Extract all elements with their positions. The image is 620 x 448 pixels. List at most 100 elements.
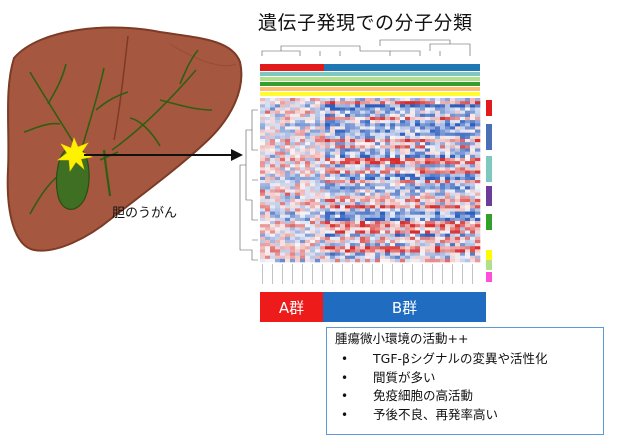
heatmap-cell bbox=[430, 198, 436, 203]
heatmap-cell bbox=[420, 139, 426, 143]
heatmap-cell bbox=[395, 258, 401, 263]
heatmap-cell bbox=[290, 110, 296, 115]
heatmap-cell bbox=[285, 195, 291, 200]
heatmap-cell bbox=[475, 233, 481, 238]
heatmap-cell bbox=[340, 252, 346, 256]
heatmap-cell bbox=[310, 180, 316, 184]
heatmap-cell bbox=[330, 173, 336, 178]
findings-list: •TGF-βシグナルの変異や活性化 •間質が多い •免疫細胞の高活動 •予後不良… bbox=[333, 350, 597, 424]
heatmap-cell bbox=[315, 142, 321, 146]
heatmap-cell bbox=[265, 205, 271, 209]
heatmap-cell bbox=[415, 139, 421, 143]
heatmap-cell bbox=[310, 239, 316, 244]
heatmap-cell bbox=[265, 224, 271, 228]
heatmap-cell bbox=[305, 139, 311, 143]
heatmap-cell bbox=[365, 151, 371, 156]
heatmap-cell bbox=[410, 186, 416, 190]
heatmap-cell bbox=[445, 208, 451, 212]
heatmap-cell bbox=[355, 126, 361, 130]
heatmap-cell bbox=[350, 107, 356, 111]
heatmap-cell bbox=[450, 236, 456, 241]
heatmap-cell bbox=[355, 239, 361, 244]
heatmap-cell bbox=[320, 126, 326, 130]
heatmap-cell bbox=[365, 167, 371, 171]
heatmap-cell bbox=[385, 208, 391, 212]
heatmap-cell bbox=[460, 98, 466, 102]
heatmap-cell bbox=[470, 161, 476, 165]
heatmap-cell bbox=[350, 246, 356, 250]
heatmap-cell bbox=[325, 176, 331, 181]
heatmap-cell bbox=[465, 221, 471, 225]
heatmap-cell bbox=[295, 145, 301, 149]
heatmap-cell bbox=[405, 217, 411, 222]
heatmap-cell bbox=[280, 230, 286, 234]
heatmap-cell bbox=[405, 183, 411, 187]
heatmap-cell bbox=[280, 161, 286, 165]
heatmap-cell bbox=[265, 211, 271, 215]
heatmap-cell bbox=[345, 255, 351, 260]
heatmap-cell bbox=[450, 151, 456, 156]
heatmap-cell bbox=[310, 221, 316, 225]
heatmap-cell bbox=[360, 252, 366, 256]
heatmap-cell bbox=[435, 154, 441, 159]
heatmap-cell bbox=[275, 145, 281, 149]
heatmap-cell bbox=[325, 183, 331, 187]
heatmap-cell bbox=[435, 198, 441, 203]
heatmap-cell bbox=[455, 186, 461, 190]
heatmap-cell bbox=[455, 205, 461, 209]
heatmap-cell bbox=[385, 139, 391, 143]
heatmap-cell bbox=[470, 132, 476, 137]
heatmap-cell bbox=[415, 151, 421, 156]
heatmap-cell bbox=[275, 123, 281, 127]
heatmap-cell bbox=[330, 157, 336, 162]
heatmap-cell bbox=[260, 192, 266, 197]
heatmap-cell bbox=[360, 176, 366, 181]
heatmap-cell bbox=[345, 161, 351, 165]
heatmap-cell bbox=[430, 239, 436, 244]
heatmap-cell bbox=[320, 205, 326, 209]
heatmap-cell bbox=[395, 255, 401, 260]
heatmap-cell bbox=[320, 227, 326, 231]
heatmap-cell bbox=[350, 183, 356, 187]
heatmap-cell bbox=[345, 217, 351, 222]
heatmap-cell bbox=[385, 202, 391, 206]
heatmap-cell bbox=[270, 104, 276, 108]
heatmap-cell bbox=[335, 208, 341, 212]
heatmap-cell bbox=[395, 236, 401, 241]
heatmap-cell bbox=[265, 135, 271, 140]
heatmap-cell bbox=[265, 246, 271, 250]
heatmap-cell bbox=[445, 157, 451, 162]
heatmap-cell bbox=[335, 135, 341, 140]
heatmap-cell bbox=[445, 148, 451, 152]
heatmap-cell bbox=[260, 148, 266, 152]
heatmap-cell bbox=[405, 258, 411, 263]
heatmap-cell bbox=[380, 211, 386, 215]
heatmap-cell bbox=[455, 110, 461, 115]
heatmap-cell bbox=[460, 202, 466, 206]
heatmap-cell bbox=[425, 151, 431, 156]
heatmap-cell bbox=[380, 170, 386, 174]
heatmap-cell bbox=[290, 195, 296, 200]
heatmap-cell bbox=[330, 246, 336, 250]
heatmap-cell bbox=[395, 148, 401, 152]
heatmap-cell bbox=[310, 192, 316, 197]
heatmap-cell bbox=[265, 161, 271, 165]
heatmap-cell bbox=[455, 214, 461, 219]
heatmap-cell bbox=[350, 195, 356, 200]
heatmap-cell bbox=[325, 189, 331, 193]
heatmap-cell bbox=[410, 221, 416, 225]
heatmap-cell bbox=[450, 116, 456, 121]
heatmap-cell bbox=[310, 123, 316, 127]
heatmap-cell bbox=[470, 170, 476, 174]
heatmap-cell bbox=[310, 139, 316, 143]
heatmap-cell bbox=[260, 214, 266, 219]
heatmap-cell bbox=[375, 148, 381, 152]
heatmap-cell bbox=[475, 189, 481, 193]
heatmap-cell bbox=[450, 243, 456, 247]
heatmap-cell bbox=[350, 110, 356, 115]
heatmap-cell bbox=[290, 176, 296, 181]
heatmap-cell bbox=[320, 230, 326, 234]
heatmap-cell bbox=[385, 157, 391, 162]
heatmap-cell bbox=[475, 192, 481, 197]
heatmap-cell bbox=[425, 113, 431, 118]
